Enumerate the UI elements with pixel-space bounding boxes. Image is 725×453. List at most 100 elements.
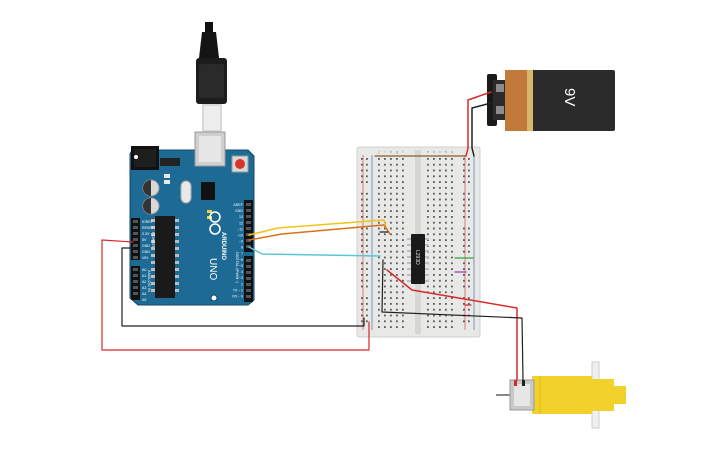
- rail-hole[interactable]: [361, 192, 363, 195]
- breadboard-hole[interactable]: [445, 181, 447, 183]
- breadboard-hole[interactable]: [445, 210, 447, 212]
- breadboard-hole[interactable]: [451, 268, 453, 270]
- breadboard-hole[interactable]: [427, 239, 429, 241]
- rail-hole[interactable]: [366, 198, 368, 201]
- breadboard-hole[interactable]: [384, 198, 386, 201]
- breadboard-hole[interactable]: [439, 198, 441, 201]
- breadboard-hole[interactable]: [378, 291, 380, 294]
- rail-hole[interactable]: [468, 274, 470, 276]
- breadboard-hole[interactable]: [439, 285, 441, 288]
- rail-hole[interactable]: [468, 285, 470, 288]
- rail-hole[interactable]: [361, 297, 363, 299]
- l293d-chip[interactable]: L293D: [407, 234, 429, 284]
- breadboard-hole[interactable]: [445, 279, 447, 282]
- breadboard-hole[interactable]: [427, 187, 429, 189]
- breadboard-hole[interactable]: [433, 221, 435, 224]
- breadboard-hole[interactable]: [402, 181, 404, 183]
- wire-battery-negative[interactable]: [471, 102, 492, 157]
- breadboard-hole[interactable]: [396, 268, 398, 270]
- breadboard-hole[interactable]: [378, 192, 380, 195]
- breadboard-hole[interactable]: [427, 233, 429, 236]
- breadboard-hole[interactable]: [439, 192, 441, 195]
- breadboard-hole[interactable]: [439, 291, 441, 294]
- breadboard-hole[interactable]: [396, 250, 398, 253]
- breadboard-hole[interactable]: [402, 291, 404, 294]
- breadboard-hole[interactable]: [451, 291, 453, 294]
- rail-hole[interactable]: [463, 158, 465, 160]
- rail-hole[interactable]: [366, 227, 368, 230]
- rail-hole[interactable]: [468, 181, 470, 183]
- breadboard-hole[interactable]: [378, 297, 380, 299]
- breadboard-hole[interactable]: [445, 175, 447, 178]
- breadboard-hole[interactable]: [439, 303, 441, 305]
- rail-hole[interactable]: [463, 227, 465, 230]
- breadboard-hole[interactable]: [433, 268, 435, 270]
- breadboard-hole[interactable]: [439, 268, 441, 270]
- breadboard-hole[interactable]: [384, 274, 386, 276]
- rail-hole[interactable]: [361, 308, 363, 311]
- rail-hole[interactable]: [361, 285, 363, 288]
- wire-motor-black[interactable]: [381, 259, 524, 381]
- wire-orange-signal[interactable]: [248, 224, 391, 241]
- breadboard-hole[interactable]: [402, 303, 404, 305]
- breadboard-hole[interactable]: [445, 274, 447, 276]
- breadboard-hole[interactable]: [384, 314, 386, 317]
- breadboard-hole[interactable]: [445, 158, 447, 160]
- rail-hole[interactable]: [468, 210, 470, 212]
- breadboard-hole[interactable]: [433, 175, 435, 178]
- rail-hole[interactable]: [468, 268, 470, 270]
- breadboard-hole[interactable]: [396, 245, 398, 247]
- breadboard-hole[interactable]: [439, 239, 441, 241]
- rail-hole[interactable]: [366, 210, 368, 212]
- breadboard-hole[interactable]: [384, 204, 386, 207]
- breadboard-hole[interactable]: [390, 187, 392, 189]
- breadboard-hole[interactable]: [378, 303, 380, 305]
- breadboard-hole[interactable]: [451, 326, 453, 328]
- breadboard-hole[interactable]: [390, 250, 392, 253]
- breadboard-hole[interactable]: [439, 279, 441, 282]
- breadboard-hole[interactable]: [402, 216, 404, 218]
- rail-hole[interactable]: [366, 314, 368, 317]
- breadboard-hole[interactable]: [402, 326, 404, 328]
- rail-hole[interactable]: [361, 239, 363, 241]
- rail-hole[interactable]: [366, 216, 368, 218]
- breadboard-hole[interactable]: [427, 303, 429, 305]
- rail-hole[interactable]: [361, 198, 363, 201]
- rail-hole[interactable]: [468, 169, 470, 172]
- breadboard-hole[interactable]: [439, 204, 441, 207]
- breadboard-hole[interactable]: [439, 163, 441, 166]
- breadboard-hole[interactable]: [439, 158, 441, 160]
- breadboard-hole[interactable]: [439, 227, 441, 230]
- rail-hole[interactable]: [361, 233, 363, 236]
- rail-hole[interactable]: [468, 308, 470, 311]
- breadboard-hole[interactable]: [451, 175, 453, 178]
- breadboard-hole[interactable]: [378, 285, 380, 288]
- breadboard-hole[interactable]: [445, 221, 447, 224]
- breadboard-hole[interactable]: [378, 181, 380, 183]
- breadboard-hole[interactable]: [427, 297, 429, 299]
- rail-hole[interactable]: [361, 169, 363, 172]
- breadboard-hole[interactable]: [384, 262, 386, 265]
- wire-battery-positive[interactable]: [465, 91, 492, 157]
- breadboard-hole[interactable]: [427, 175, 429, 178]
- breadboard-hole[interactable]: [451, 227, 453, 230]
- breadboard-hole[interactable]: [451, 169, 453, 172]
- breadboard-hole[interactable]: [390, 169, 392, 172]
- breadboard-hole[interactable]: [402, 187, 404, 189]
- rail-hole[interactable]: [361, 274, 363, 276]
- rail-hole[interactable]: [361, 268, 363, 270]
- rail-hole[interactable]: [366, 192, 368, 195]
- breadboard-hole[interactable]: [384, 233, 386, 236]
- breadboard-hole[interactable]: [451, 285, 453, 288]
- breadboard-hole[interactable]: [445, 308, 447, 311]
- wire-motor-red[interactable]: [386, 269, 518, 381]
- breadboard-hole[interactable]: [396, 198, 398, 201]
- breadboard-hole[interactable]: [390, 210, 392, 212]
- breadboard-hole[interactable]: [378, 198, 380, 201]
- rail-hole[interactable]: [361, 158, 363, 160]
- breadboard-hole[interactable]: [378, 221, 380, 224]
- breadboard-hole[interactable]: [390, 308, 392, 311]
- usb-cable[interactable]: [196, 22, 227, 132]
- breadboard-hole[interactable]: [390, 233, 392, 236]
- breadboard-hole[interactable]: [427, 169, 429, 172]
